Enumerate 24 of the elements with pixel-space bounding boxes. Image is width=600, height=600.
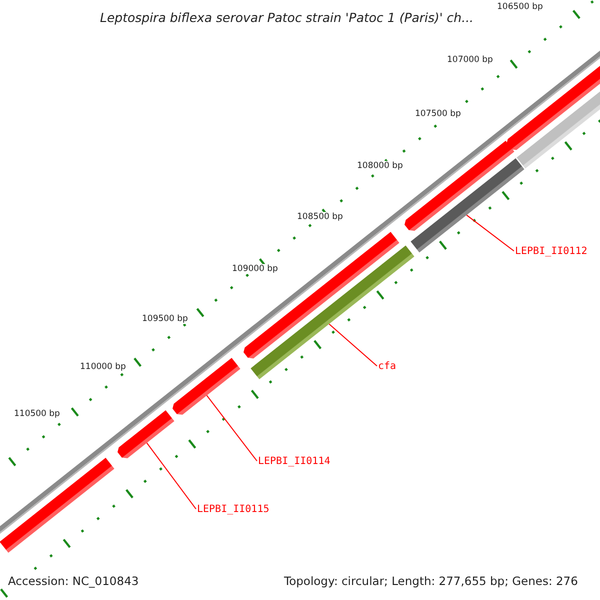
- gene-bar: [0, 458, 114, 553]
- gene-label: cfa: [378, 361, 396, 372]
- tick-label: 109500 bp: [142, 314, 188, 324]
- gene-feature: [172, 358, 240, 415]
- tick-label: 107500 bp: [415, 109, 461, 119]
- tick-label: 110500 bp: [14, 409, 60, 419]
- tick-label: 109000 bp: [232, 264, 278, 274]
- gene-label: LEPBI_II0115: [197, 504, 270, 515]
- tick-label: 106500 bp: [497, 2, 543, 12]
- tick-label: 108500 bp: [297, 212, 343, 222]
- gene-label: LEPBI_II0114: [258, 456, 330, 467]
- gene-feature: [118, 410, 174, 458]
- tick-label: 108000 bp: [357, 161, 403, 171]
- leader-line: [466, 214, 514, 252]
- gene-label: LEPBI_II0112: [515, 246, 588, 257]
- leader-line: [146, 442, 196, 510]
- summary-text: Topology: circular; Length: 277,655 bp; Genes: 276: [284, 574, 578, 588]
- gene-feature: [404, 140, 514, 231]
- leader-line: [206, 394, 258, 462]
- chart-title: Leptospira biflexa serovar Patoc strain 'Patoc 1 (Paris)' ch...: [100, 10, 474, 25]
- accession-text: Accession: NC_010843: [8, 574, 139, 588]
- tick-label: 110000 bp: [80, 362, 126, 372]
- tick-label: 107000 bp: [447, 55, 493, 65]
- leader-line: [328, 324, 378, 366]
